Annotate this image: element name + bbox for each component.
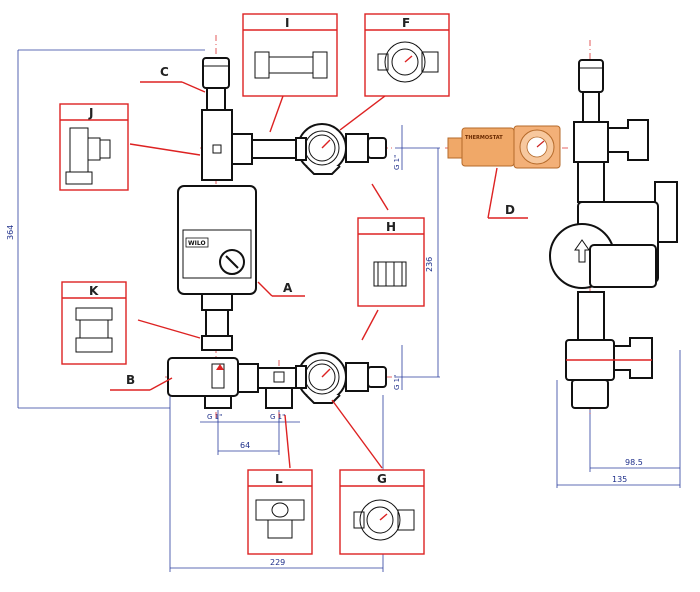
callout-a-label: A (283, 281, 293, 295)
thermostat-body (461, 127, 515, 167)
top-pipe (206, 87, 226, 111)
upper-valve-handle (305, 165, 341, 175)
dim-64-label: 64 (240, 441, 250, 450)
side-upper-handle (607, 119, 649, 161)
side-upper-valve (573, 121, 609, 163)
thread-bottom-right-label: G 1" (270, 413, 285, 421)
top-cap (202, 57, 230, 89)
callout-b-label: B (126, 373, 135, 387)
dim-364-label: 364 (6, 225, 15, 240)
thermostat-assembly: THERMOSTAT (445, 125, 570, 169)
callout-a: A (257, 281, 305, 297)
side-view-assembly (549, 40, 678, 415)
upper-outlet (367, 137, 387, 159)
lower-left-outlet (204, 395, 232, 409)
lower-right-outlet (265, 387, 293, 409)
dimension-bottom-threads: G 1" G 1" 64 (200, 410, 300, 455)
callout-k: K (61, 281, 201, 365)
front-view-assembly: WILO (165, 35, 395, 420)
callout-c-label: C (160, 65, 169, 79)
callout-d: D (487, 167, 528, 219)
lower-valve-nut (345, 362, 369, 392)
side-lower-handle (613, 337, 653, 379)
callout-l: L (247, 414, 313, 555)
thread-top-label: G 1" (393, 155, 401, 170)
upper-pipe-i (251, 139, 298, 159)
callout-f: F (339, 13, 450, 131)
callout-j-label: J (88, 106, 93, 120)
lower-outlet (367, 366, 387, 388)
dim-229-label: 229 (270, 558, 285, 567)
callout-h: H (357, 183, 425, 341)
dimension-overall-height: 364 (6, 49, 205, 409)
callout-b: B (110, 373, 173, 391)
callout-h-label: H (386, 220, 396, 234)
upper-nut (231, 133, 253, 165)
callout-g: G (331, 399, 425, 555)
lower-pipe (257, 367, 299, 389)
dim-135-label: 135 (612, 475, 627, 484)
thread-bottom-left-label: G 1" (207, 413, 222, 421)
side-top-cap (578, 59, 604, 93)
callout-i: I (242, 13, 338, 133)
lower-mixing-valve (167, 357, 239, 397)
callout-l-label: L (275, 472, 283, 486)
pump-brand-label: WILO (188, 240, 206, 247)
callout-f-label: F (402, 16, 410, 30)
side-lower-union (577, 291, 605, 341)
thermostat-label: THERMOSTAT (465, 135, 503, 141)
dimension-threads-right: G 1" G 1" (393, 125, 403, 390)
thread-mid-label: G 1" (393, 375, 401, 390)
callout-i-label: I (285, 16, 289, 30)
callout-j: J (59, 103, 201, 191)
dimension-port-spacing: 236 (395, 147, 440, 378)
lower-union (205, 309, 229, 337)
callout-g-label: G (377, 472, 387, 486)
lower-valve-handle (305, 394, 341, 404)
upper-valve-nut (345, 133, 369, 163)
dim-98-5-label: 98.5 (625, 458, 643, 467)
dim-236-label: 236 (425, 257, 434, 272)
callout-k-label: K (89, 284, 99, 298)
callout-c: C (140, 65, 206, 93)
callout-d-label: D (505, 203, 515, 217)
